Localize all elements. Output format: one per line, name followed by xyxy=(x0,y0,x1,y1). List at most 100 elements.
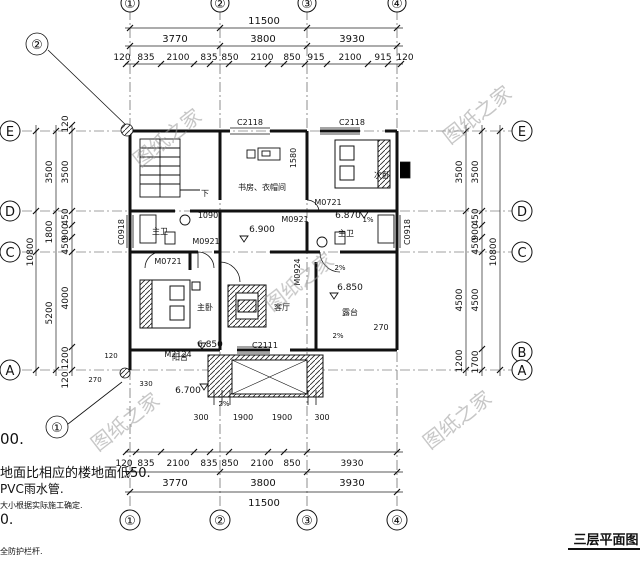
dim-bottom-detail: 835 xyxy=(137,459,154,469)
axis-label-left-c: C xyxy=(5,246,14,261)
dim-top-detail: 915 xyxy=(374,53,391,63)
note-line-6: 全防护栏杆. xyxy=(0,547,43,556)
study-desk xyxy=(246,147,281,161)
bed-secondary xyxy=(334,139,391,189)
window-code-c2118-left: C2118 xyxy=(237,118,263,127)
dim-left-bay: 1800 xyxy=(45,220,55,243)
watermark-text: 图纸之家 xyxy=(128,104,206,172)
dim-left-detail: 450 xyxy=(61,237,71,254)
dim-top-bay-1: 3770 xyxy=(162,34,187,45)
dim-top-detail: 2100 xyxy=(251,53,274,63)
stair xyxy=(139,138,200,198)
elevation-6870: 6.870 xyxy=(335,211,361,221)
axis-label-top-1: ① xyxy=(124,0,136,12)
callout-dim-270: 270 xyxy=(88,376,101,384)
dim-right-detail: 450 xyxy=(471,237,481,254)
dimension-ticks xyxy=(32,24,504,496)
bed-master xyxy=(139,279,201,329)
dim-right-detail: 900 xyxy=(471,223,481,240)
dim-right-bay: 3500 xyxy=(455,160,465,183)
axis-label-top-3: ③ xyxy=(301,0,313,12)
axis-label-left-a: A xyxy=(6,364,15,379)
dim-bottom-detail: 120 xyxy=(115,459,132,469)
elevation-6850-terrace: 6.850 xyxy=(337,283,363,293)
watermark-text: 图纸之家 xyxy=(86,388,164,456)
elevation-marks xyxy=(197,211,369,391)
door-code-m0721-b: M0721 xyxy=(314,198,341,207)
walls xyxy=(128,129,399,370)
balcony-dim: 300 xyxy=(193,413,208,422)
front-balcony xyxy=(207,354,324,405)
dim-top-detail: 850 xyxy=(283,53,300,63)
dimension-lines xyxy=(35,27,501,493)
dim-overall-top: 11500 xyxy=(248,16,280,27)
bathroom-fixtures xyxy=(139,214,395,248)
dim-top-detail: 835 xyxy=(137,53,154,63)
room-label-study: 书房、衣帽间 xyxy=(238,182,286,192)
dim-right-detail: 3500 xyxy=(471,160,481,183)
dim-bottom-detail: 835 xyxy=(200,459,217,469)
axis-label-right-d: D xyxy=(517,205,527,220)
door-code-m2124: M2124 xyxy=(164,350,191,359)
dim-left-detail: 120 xyxy=(61,115,71,132)
watermarks: 图纸之家 图纸之家 图纸之家 图纸之家 图纸之家 xyxy=(86,81,516,456)
axis-label-left-d: D xyxy=(5,205,15,220)
slope-mark: 1% xyxy=(362,216,373,224)
dim-top-detail: 850 xyxy=(221,53,238,63)
note-line-1: 00. xyxy=(0,430,24,448)
elevation-6700: 6.700 xyxy=(175,386,201,396)
axis-label-bottom-4: ④ xyxy=(391,514,403,529)
door-code-m0921-a: M0921 xyxy=(192,237,219,246)
slope-mark: 2% xyxy=(332,332,343,340)
room-label-bath-right: 主卫 xyxy=(338,228,354,238)
size-270: 270 xyxy=(373,323,388,332)
axis-label-bottom-2: ② xyxy=(214,514,226,529)
room-label-bed-secondary: 次卧 xyxy=(374,170,390,180)
room-label-living: 客厅 xyxy=(274,302,290,312)
window-code-c2111: C2111 xyxy=(252,341,278,350)
dim-bottom-bay-1: 3770 xyxy=(162,478,187,489)
room-label-bath-left: 主卫 xyxy=(152,226,168,236)
dim-right-total: 10800 xyxy=(489,237,499,266)
dim-top-detail: 2100 xyxy=(167,53,190,63)
dim-top-detail: 915 xyxy=(307,53,324,63)
callout-dim-120: 120 xyxy=(104,352,117,360)
door-code-m0924: M0924 xyxy=(293,258,302,285)
axis-label-bottom-3: ③ xyxy=(301,514,313,529)
axis-label-left-e: E xyxy=(6,125,14,140)
dim-right-detail: 450 xyxy=(471,208,481,225)
dim-right-bay: 4500 xyxy=(455,288,465,311)
windows xyxy=(126,127,411,354)
callout-1: ① xyxy=(51,421,63,436)
sofa-set xyxy=(227,284,267,328)
dim-bottom-detail: 2100 xyxy=(251,459,274,469)
dim-top-detail: 120 xyxy=(396,53,413,63)
axis-label-bottom-1: ① xyxy=(124,514,136,529)
dim-top-bay-2: 3800 xyxy=(250,34,275,45)
dim-left-detail: 1200 xyxy=(61,346,71,369)
dim-top-detail: 120 xyxy=(113,53,130,63)
axis-label-right-c: C xyxy=(517,246,526,261)
dim-left-detail: 4000 xyxy=(61,286,71,309)
note-line-4: 大小根据实际施工确定. xyxy=(0,501,83,510)
callout-dim-330: 330 xyxy=(139,380,152,388)
slope-mark: 2% xyxy=(334,264,345,272)
window-code-c2118-right: C2118 xyxy=(339,118,365,127)
axis-label-top-2: ② xyxy=(214,0,226,12)
dim-left-bay: 5200 xyxy=(45,301,55,324)
dim-left-bay: 3500 xyxy=(45,160,55,183)
watermark-text: 图纸之家 xyxy=(438,81,516,149)
dim-left-detail: 900 xyxy=(61,223,71,240)
window-code-c0918-right: C0918 xyxy=(403,219,412,245)
dim-bottom-detail: 850 xyxy=(283,459,300,469)
balcony-dim: 300 xyxy=(314,413,329,422)
dim-right-bay: 1200 xyxy=(455,349,465,372)
room-label-terrace: 露台 xyxy=(342,307,358,317)
axis-label-top-4: ④ xyxy=(391,0,403,12)
window-code-c0918-left: C0918 xyxy=(117,219,126,245)
note-line-2: 地面比相应的楼地面低50. xyxy=(0,466,151,481)
dim-left-detail: 450 xyxy=(61,208,71,225)
door-code-m0921-b: M0921 xyxy=(281,215,308,224)
note-line-5: 0. xyxy=(0,512,14,528)
slope-mark: 2% xyxy=(218,400,229,408)
